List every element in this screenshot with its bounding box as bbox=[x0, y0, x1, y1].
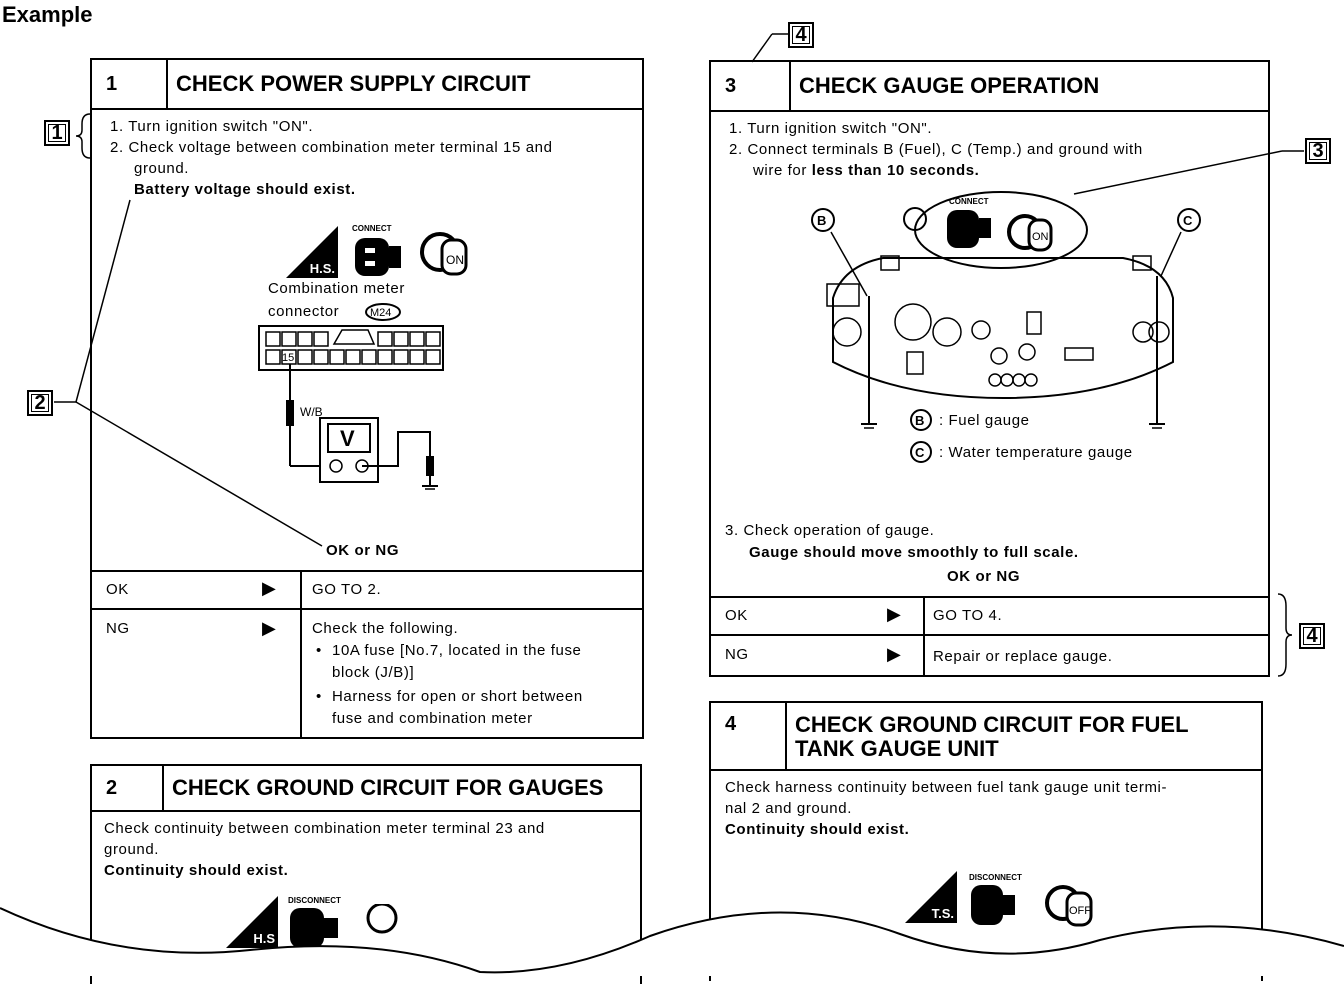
disconnect-caption: DISCONNECT bbox=[288, 896, 341, 905]
step1-title: CHECK POWER SUPPLY CIRCUIT bbox=[176, 71, 531, 96]
step1-ok-arrow-icon: ▶ bbox=[262, 578, 276, 598]
connector-code-badge: M24 bbox=[365, 303, 401, 321]
step1-ng-bullet1b: block (J/B)] bbox=[332, 664, 415, 681]
step1-text: 1. Turn ignition switch "ON". 2. Check v… bbox=[110, 116, 553, 200]
connector-label-2: connector bbox=[268, 303, 340, 320]
legend-c-marker: C bbox=[910, 441, 932, 463]
page-title: Example bbox=[2, 2, 93, 27]
step3-okng: OK or NG bbox=[947, 568, 1021, 585]
step2-text: Check continuity between combination met… bbox=[104, 818, 545, 881]
torn-page-edge bbox=[0, 907, 1344, 976]
step2-line1: Check continuity between combination met… bbox=[104, 820, 545, 837]
step2-bold: Continuity should exist. bbox=[104, 862, 289, 879]
step1-bold: Battery voltage should exist. bbox=[134, 181, 356, 198]
step1-ng-action: Check the following. bbox=[312, 620, 459, 637]
step1-header: 1 CHECK POWER SUPPLY CIRCUIT bbox=[92, 60, 642, 110]
step4-line1: Check harness continuity between fuel ta… bbox=[725, 779, 1168, 796]
svg-text:B: B bbox=[817, 213, 826, 228]
step1-box: 1 CHECK POWER SUPPLY CIRCUIT 1. Turn ign… bbox=[90, 58, 644, 739]
callout-tag-2: 2 bbox=[27, 390, 53, 416]
ignition-on-icon: ON bbox=[420, 232, 468, 276]
svg-text:ON: ON bbox=[1032, 231, 1049, 243]
step2-title: CHECK GROUND CIRCUIT FOR GAUGES bbox=[172, 775, 604, 800]
svg-text:B: B bbox=[915, 413, 924, 428]
svg-text:C: C bbox=[915, 445, 925, 460]
hs-icon: H.S bbox=[226, 896, 278, 948]
step1-ok-row: OK ▶ GO TO 2. bbox=[92, 570, 642, 608]
connect-caption: CONNECT bbox=[352, 224, 392, 233]
svg-text:CONNECT: CONNECT bbox=[949, 197, 989, 206]
legend-c-text: : Water temperature gauge bbox=[939, 444, 1133, 461]
step1-line2: 2. Check voltage between combination met… bbox=[110, 139, 553, 156]
disconnect-caption: DISCONNECT bbox=[969, 873, 1022, 882]
step1-ng-bullet2a: Harness for open or short between bbox=[332, 688, 583, 705]
step3-line3: wire for less than 10 seconds. bbox=[753, 162, 980, 179]
svg-text:M24: M24 bbox=[370, 307, 391, 319]
step3-line4: 3. Check operation of gauge. bbox=[725, 522, 935, 539]
step3-header: 3 CHECK GAUGE OPERATION bbox=[711, 62, 1268, 112]
ts-icon: T.S. bbox=[905, 871, 957, 923]
step1-ok-action: GO TO 2. bbox=[312, 581, 382, 598]
step3-ng-row: NG ▶ Repair or replace gauge. bbox=[711, 634, 1268, 677]
callout-line-3 bbox=[1073, 150, 1304, 195]
svg-text:ON: ON bbox=[446, 253, 464, 267]
step1-ok-label: OK bbox=[106, 581, 129, 598]
step1-number: 1 bbox=[92, 60, 168, 108]
svg-text:15: 15 bbox=[282, 352, 294, 364]
step3-ok-row: OK ▶ GO TO 4. bbox=[711, 596, 1268, 634]
hs-icon: H.S. bbox=[286, 226, 338, 278]
legend-b-marker: B bbox=[910, 409, 932, 431]
brace-4 bbox=[1277, 593, 1293, 677]
step1-okng: OK or NG bbox=[326, 542, 400, 559]
callout-tag-4-top: 4 bbox=[788, 22, 814, 48]
step3-ok-label: OK bbox=[725, 607, 748, 624]
callout-tag-1: 1 bbox=[44, 120, 70, 146]
step2-number: 2 bbox=[92, 766, 164, 810]
step3-ng-label: NG bbox=[725, 646, 749, 663]
svg-text:V: V bbox=[340, 426, 355, 451]
step3-ng-action: Repair or replace gauge. bbox=[933, 648, 1113, 665]
step1-ng-bullet2b: fuse and combination meter bbox=[332, 710, 533, 727]
step1-ng-label: NG bbox=[106, 620, 130, 637]
step1-ng-arrow-icon: ▶ bbox=[262, 618, 276, 638]
voltage-check-diagram: 15 W/B V bbox=[258, 325, 444, 490]
step1-line1: 1. Turn ignition switch "ON". bbox=[110, 118, 314, 135]
svg-text:C: C bbox=[1183, 213, 1193, 228]
step3-ok-arrow-icon: ▶ bbox=[887, 604, 901, 624]
connector-disconnect-icon bbox=[290, 904, 398, 948]
step2-header: 2 CHECK GROUND CIRCUIT FOR GAUGES bbox=[92, 766, 640, 812]
step3-ng-arrow-icon: ▶ bbox=[887, 644, 901, 664]
brace-1 bbox=[75, 113, 91, 159]
connector-icon bbox=[355, 238, 401, 276]
step1-ng-bullet1a: 10A fuse [No.7, located in the fuse bbox=[332, 642, 582, 659]
step3-text: 1. Turn ignition switch "ON". 2. Connect… bbox=[729, 118, 1143, 181]
step3-ok-action: GO TO 4. bbox=[933, 607, 1003, 624]
step4-number: 4 bbox=[711, 703, 787, 769]
step3-box: 3 CHECK GAUGE OPERATION 1. Turn ignition… bbox=[709, 60, 1270, 677]
legend-b-text: : Fuel gauge bbox=[939, 412, 1030, 429]
callout-lines-2 bbox=[54, 199, 323, 547]
step4-line2: nal 2 and ground. bbox=[725, 800, 852, 817]
gauge-cluster-diagram: B C bbox=[811, 207, 1201, 429]
step3-bold: Gauge should move smoothly to full scale… bbox=[749, 544, 1079, 561]
step2-line2: ground. bbox=[104, 841, 160, 858]
callout-line-4 bbox=[751, 33, 788, 63]
step3-line1: 1. Turn ignition switch "ON". bbox=[729, 120, 933, 137]
step4-text: Check harness continuity between fuel ta… bbox=[725, 777, 1167, 840]
svg-text:OFF: OFF bbox=[1069, 905, 1091, 917]
step3-line2: 2. Connect terminals B (Fuel), C (Temp.)… bbox=[729, 141, 1143, 158]
step3-title: CHECK GAUGE OPERATION bbox=[799, 73, 1100, 98]
connector-label-1: Combination meter bbox=[268, 280, 405, 297]
step1-line3: ground. bbox=[134, 160, 190, 177]
step1-ng-row: NG ▶ Check the following. • 10A fuse [No… bbox=[92, 608, 642, 739]
svg-text:W/B: W/B bbox=[300, 405, 323, 419]
step4-bold: Continuity should exist. bbox=[725, 821, 910, 838]
callout-tag-3: 3 bbox=[1305, 138, 1331, 164]
disconnect-off-icons: OFF bbox=[971, 885, 1093, 927]
connect-on-callout: CONNECT ON bbox=[914, 191, 1088, 269]
step3-number: 3 bbox=[711, 62, 791, 110]
callout-tag-4-right: 4 bbox=[1299, 623, 1325, 649]
